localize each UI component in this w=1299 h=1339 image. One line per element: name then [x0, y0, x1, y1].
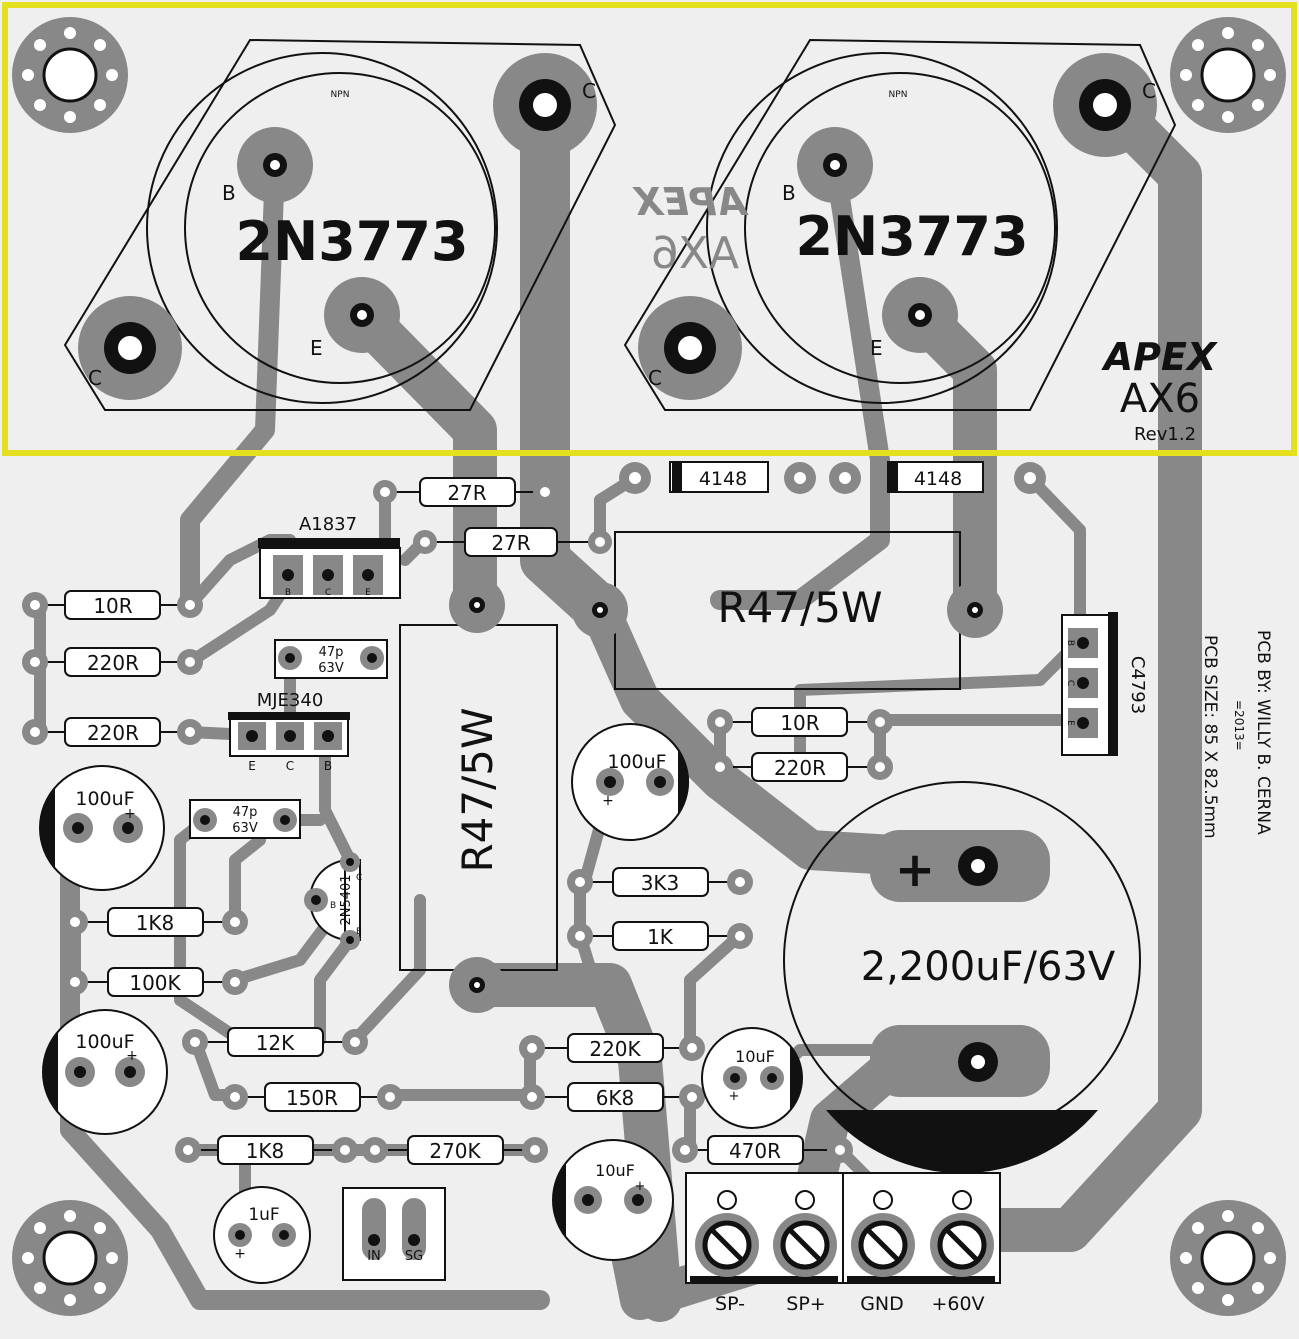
mirror-apex: APEX: [632, 180, 749, 224]
transistor-name-left: 2N3773: [235, 210, 468, 273]
diode-2: 4148: [914, 468, 962, 490]
c4793-pin-e: E: [1065, 720, 1075, 726]
cap-100uf-left-2: 100uF: [75, 1031, 134, 1053]
credit-author: PCB BY: WILLY B. CERNA: [1253, 630, 1273, 835]
cap-10uf-right: 10uF: [735, 1047, 775, 1066]
credit-size: PCB SIZE: 85 X 82.5mm: [1200, 635, 1220, 839]
transistor-name-right: 2N3773: [795, 205, 1028, 268]
a1837-pin-c: C: [325, 588, 331, 598]
mje340-pin-b: B: [324, 759, 332, 773]
a1837-label: A1837: [299, 514, 357, 535]
c4793-pin-b: B: [1065, 640, 1075, 646]
pin-c-right-top: C: [1142, 79, 1156, 103]
r-12k: 12K: [256, 1031, 295, 1055]
npn-label-left: NPN: [331, 90, 350, 100]
terminal-sp-minus: SP-: [715, 1293, 745, 1315]
r-220k: 220K: [589, 1037, 641, 1061]
q-2n5401-c: C: [356, 873, 362, 883]
big-cap-plus: +: [895, 842, 935, 898]
r-1k: 1K: [647, 925, 674, 949]
r-150r: 150R: [286, 1086, 338, 1110]
pin-e-right: E: [870, 336, 883, 360]
components: 27R 27R 4148 4148 R47/5W R47/5W A18: [22, 461, 1148, 1315]
mje340-pin-e: E: [248, 759, 256, 773]
c47p-1-volt: 63V: [318, 661, 344, 676]
r-220r-right: 220R: [774, 756, 826, 780]
q-2n5401: 2N5401 B C E: [304, 852, 362, 950]
cap-1uf-plus: +: [234, 1246, 246, 1262]
npn-label-right: NPN: [889, 90, 908, 100]
mirrored-brand: APEX AX6: [632, 180, 749, 279]
c47p-2-volt: 63V: [232, 821, 258, 836]
credit-year: =2013=: [1232, 700, 1246, 751]
r47-vertical: R47/5W: [453, 707, 502, 872]
r-10r-left: 10R: [93, 594, 132, 618]
cap-100uf-left-2-plus: +: [126, 1048, 138, 1064]
c47p-2-val: 47p: [233, 805, 258, 820]
r-470r: 470R: [729, 1139, 781, 1163]
r-27r-a: 27R: [447, 481, 486, 505]
credits: PCB BY: WILLY B. CERNA =2013= PCB SIZE: …: [1200, 630, 1273, 839]
transistor-right: NPN 2N3773 B E C C: [623, 38, 1177, 411]
mirror-ax6: AX6: [651, 228, 739, 279]
input-in-label: IN: [367, 1249, 381, 1264]
r-270k: 270K: [429, 1139, 481, 1163]
r-1k8-2: 1K8: [246, 1139, 285, 1163]
terminal-sp-plus: SP+: [786, 1293, 825, 1315]
r-1k8-1: 1K8: [136, 911, 175, 935]
r-100k: 100K: [129, 971, 181, 995]
pin-b-left: B: [222, 181, 236, 205]
big-cap-label: 2,200uF/63V: [861, 944, 1116, 990]
transistor-left: NPN 2N3773 B E C C: [63, 38, 617, 411]
output-terminal-block: SP- SP+ GND +60V: [685, 1172, 1001, 1315]
r-3k3: 3K3: [641, 871, 680, 895]
q-2n5401-b: B: [330, 901, 336, 911]
pin-b-right: B: [782, 181, 796, 205]
terminal-60v: +60V: [931, 1293, 984, 1315]
pin-c-left-bottom: C: [88, 366, 102, 390]
mounting-holes: [12, 17, 1286, 1316]
diode-1: 4148: [699, 468, 747, 490]
q-2n5401-label: 2N5401: [339, 874, 354, 925]
cap-100uf-mid: 100uF: [607, 751, 666, 773]
mje340-pin-c: C: [286, 759, 294, 773]
r-220r-left-2: 220R: [87, 721, 139, 745]
cap-10uf-right-plus: +: [729, 1089, 740, 1104]
r-27r-b: 27R: [491, 531, 530, 555]
input-sg-label: SG: [405, 1249, 423, 1264]
cap-10uf-bottom: 10uF: [595, 1161, 635, 1180]
c4793-label: C4793: [1127, 656, 1148, 714]
cap-100uf-left: 100uF: [75, 788, 134, 810]
highlight-box: [2, 2, 1297, 456]
pin-c-right-bottom: C: [648, 366, 662, 390]
r-6k8: 6K8: [596, 1086, 635, 1110]
cap-100uf-left-plus: +: [124, 806, 136, 822]
model-name: AX6: [1120, 376, 1200, 422]
r47-horizontal: R47/5W: [717, 583, 882, 632]
q-2n5401-e: E: [356, 927, 362, 937]
logo-apex: APEX: [1101, 335, 1218, 379]
mje340-label: MJE340: [257, 690, 324, 711]
pin-e-left: E: [310, 336, 323, 360]
cap-100uf-mid-plus: +: [602, 793, 614, 809]
cap-1uf: 1uF: [248, 1205, 279, 1225]
pin-c-left-top: C: [582, 79, 596, 103]
a1837-pin-b: B: [285, 588, 291, 598]
r-220r-left-1: 220R: [87, 651, 139, 675]
revision: Rev1.2: [1134, 424, 1196, 445]
c4793-pin-c: C: [1065, 680, 1075, 686]
terminal-gnd: GND: [860, 1293, 904, 1315]
brand-logo: APEX AX6 Rev1.2: [1101, 335, 1218, 445]
a1837-pin-e: E: [365, 588, 371, 598]
c47p-1-val: 47p: [319, 645, 344, 660]
r-10r-right: 10R: [780, 711, 819, 735]
cap-10uf-bottom-plus: +: [635, 1179, 646, 1194]
